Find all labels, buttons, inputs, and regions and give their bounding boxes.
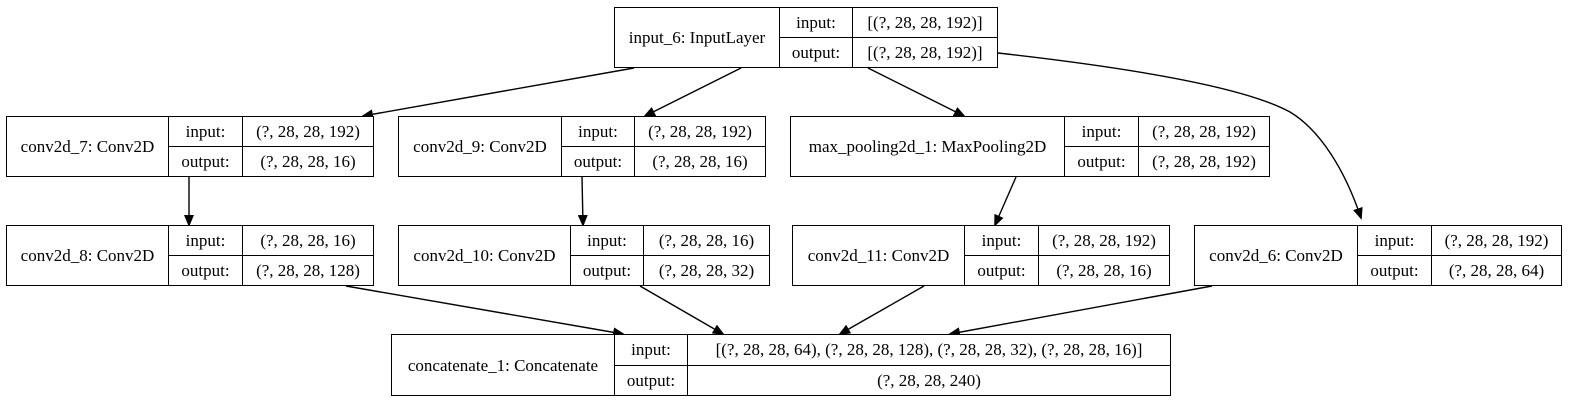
output-label: output: (181, 261, 230, 280)
output-shape: (?, 28, 28, 128) (256, 261, 360, 280)
output-shape: (?, 28, 28, 192) (1152, 152, 1256, 171)
input-label: input: (1065, 117, 1138, 147)
node-name: max_pooling2d_1: MaxPooling2D (791, 117, 1065, 176)
edge-input6-conv2d6 (997, 52, 1363, 220)
output-label: output: (626, 370, 676, 390)
input-shape: (?, 28, 28, 192) (243, 117, 373, 147)
edge-conv2d11-concat1 (838, 285, 925, 335)
edge-input6-conv2d7 (361, 67, 635, 120)
io-shapes: (?, 28, 28, 192) (?, 28, 28, 16) (243, 117, 373, 176)
io-shapes: (?, 28, 28, 192) (?, 28, 28, 16) (635, 117, 765, 176)
input-label: input: (571, 226, 643, 256)
input-shape: (?, 28, 28, 192) (1039, 226, 1169, 256)
input-shape: (?, 28, 28, 16) (243, 226, 373, 256)
edge-maxpool1-conv2d11 (994, 176, 1017, 227)
edge-conv2d10-concat1 (639, 285, 725, 336)
input-shape: [(?, 28, 28, 192)] (853, 8, 997, 38)
io-labels: input: output: (169, 117, 243, 176)
output-label: output: (573, 152, 623, 171)
io-shapes: (?, 28, 28, 16) (?, 28, 28, 128) (243, 226, 373, 285)
output-shape: (?, 28, 28, 16) (652, 152, 748, 171)
input-label: input: (615, 335, 687, 366)
node-name: conv2d_7: Conv2D (7, 117, 169, 176)
io-shapes: (?, 28, 28, 192) (?, 28, 28, 192) (1139, 117, 1269, 176)
input-shape: [(?, 28, 28, 64), (?, 28, 28, 128), (?, … (688, 335, 1170, 366)
input-label: input: (169, 117, 242, 147)
input-shape: (?, 28, 28, 192) (1432, 226, 1561, 256)
edge-conv2d6-concat1 (948, 285, 1213, 338)
node-name: concatenate_1: Concatenate (392, 335, 615, 395)
node-name: conv2d_11: Conv2D (793, 226, 965, 285)
edge-conv2d9-conv2d10 (577, 176, 588, 227)
node-name: conv2d_6: Conv2D (1195, 226, 1358, 285)
node-name: input_6: InputLayer (615, 8, 780, 67)
io-shapes: [(?, 28, 28, 64), (?, 28, 28, 128), (?, … (688, 335, 1170, 395)
node-name: conv2d_8: Conv2D (7, 226, 169, 285)
input-shape: (?, 28, 28, 16) (644, 226, 769, 256)
edge-conv2d8-concat1 (345, 285, 625, 338)
input-label: input: (562, 117, 634, 147)
output-label: output: (181, 152, 230, 171)
output-label: output: (1077, 152, 1126, 171)
node-name: conv2d_10: Conv2D (399, 226, 571, 285)
output-shape: (?, 28, 28, 64) (1448, 261, 1545, 280)
io-labels: input: output: (615, 335, 688, 395)
node-name: conv2d_9: Conv2D (399, 117, 562, 176)
input-shape: (?, 28, 28, 192) (1139, 117, 1269, 147)
io-labels: input: output: (780, 8, 853, 67)
output-shape: (?, 28, 28, 240) (877, 370, 981, 390)
input-label: input: (965, 226, 1038, 256)
io-shapes: [(?, 28, 28, 192)] [(?, 28, 28, 192)] (853, 8, 997, 67)
io-labels: input: output: (169, 226, 243, 285)
input-shape: (?, 28, 28, 192) (635, 117, 765, 147)
io-labels: input: output: (562, 117, 635, 176)
output-label: output: (977, 261, 1026, 280)
io-labels: input: output: (965, 226, 1039, 285)
output-label: output: (791, 43, 841, 62)
output-label: output: (1370, 261, 1419, 280)
output-shape: (?, 28, 28, 32) (658, 261, 755, 280)
output-shape: (?, 28, 28, 16) (260, 152, 356, 171)
output-shape: (?, 28, 28, 16) (1056, 261, 1152, 280)
io-labels: input: output: (1065, 117, 1139, 176)
io-labels: input: output: (1358, 226, 1432, 285)
io-shapes: (?, 28, 28, 16) (?, 28, 28, 32) (644, 226, 769, 285)
edge-input6-maxpool1 (867, 67, 966, 117)
edge-input6-conv2d9 (643, 67, 742, 117)
input-label: input: (169, 226, 242, 256)
io-shapes: (?, 28, 28, 192) (?, 28, 28, 16) (1039, 226, 1169, 285)
io-labels: input: output: (571, 226, 644, 285)
output-shape: [(?, 28, 28, 192)] (867, 43, 983, 62)
output-label: output: (582, 261, 632, 280)
io-shapes: (?, 28, 28, 192) (?, 28, 28, 64) (1432, 226, 1561, 285)
input-label: input: (780, 8, 852, 38)
input-label: input: (1358, 226, 1431, 256)
